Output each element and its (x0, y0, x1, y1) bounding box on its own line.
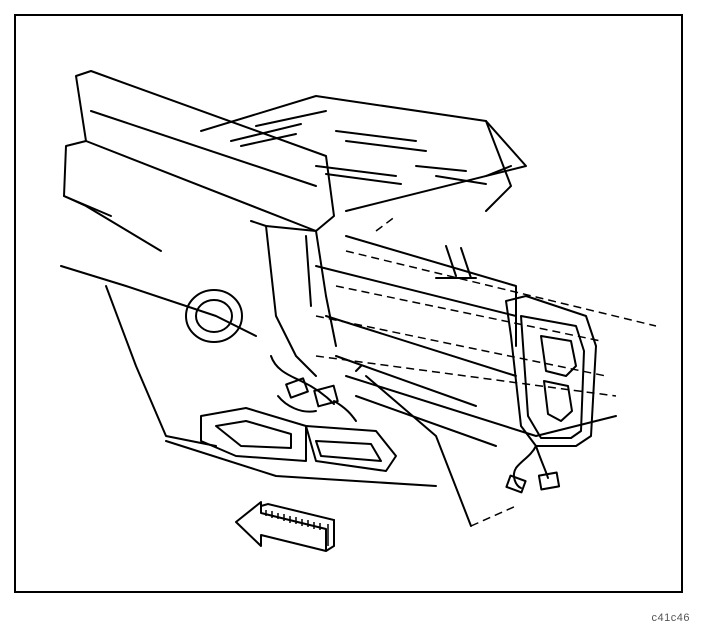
body-wiring-harness (270, 355, 357, 422)
alignment-lines (315, 215, 657, 527)
connector-leader (355, 365, 472, 527)
lamp-wiring-harness (505, 445, 561, 494)
rear-bumper (200, 407, 397, 472)
cargo-bed (200, 95, 527, 212)
arrow-left-forward-icon (235, 501, 335, 552)
vehicle-rear-illustration (60, 70, 657, 552)
tail-lamp-assembly (505, 295, 597, 447)
diagram-frame (14, 14, 683, 593)
figure-reference-code: c41c46 (651, 612, 690, 624)
fuel-door-detail (185, 289, 243, 343)
body-side-panel (60, 70, 437, 487)
rear-opening (250, 220, 617, 447)
